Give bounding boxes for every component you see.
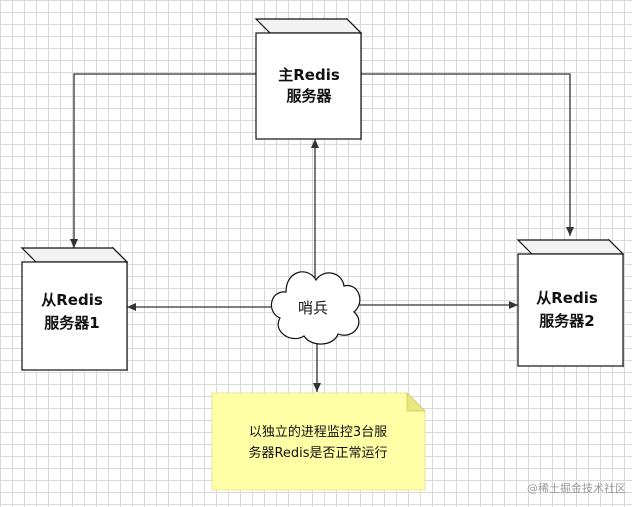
sentinel-label: 哨兵 <box>298 299 328 317</box>
note-body <box>211 392 426 491</box>
sentinel-cloud[interactable]: 哨兵 <box>270 271 361 345</box>
note-line1: 以独立的进程监控3台服 <box>249 424 387 440</box>
note-fold <box>406 392 426 412</box>
master-server-box[interactable]: 主Redis 服务器 <box>254 17 363 141</box>
cloud-shape <box>270 271 361 345</box>
slave1-label-line1: 从Redis <box>41 291 103 309</box>
slave1-label-line2: 服务器1 <box>44 314 99 332</box>
arrow-master-to-slave2 <box>360 73 574 236</box>
arrow-master-to-slave1 <box>70 73 260 248</box>
master-box-front <box>255 32 362 140</box>
slave2-label-line1: 从Redis <box>536 289 598 307</box>
slave2-box-front <box>517 253 624 367</box>
master-label-line2: 服务器 <box>286 87 332 105</box>
slave1-box-front <box>21 261 128 371</box>
slave1-box-top <box>20 247 129 263</box>
slave2-label-line2: 服务器2 <box>539 312 594 330</box>
note: 以独立的进程监控3台服 务器Redis是否正常运行 <box>211 392 426 491</box>
master-label-line1: 主Redis <box>278 66 340 84</box>
note-line2: 务器Redis是否正常运行 <box>248 445 387 461</box>
watermark: @稀土掘金技术社区 <box>527 481 626 495</box>
slave1-server-box[interactable]: 从Redis 服务器1 <box>20 246 129 372</box>
master-box-top <box>254 18 363 34</box>
slave2-server-box[interactable]: 从Redis 服务器2 <box>516 238 625 368</box>
connectors <box>70 73 574 392</box>
slave2-box-top <box>516 239 625 255</box>
